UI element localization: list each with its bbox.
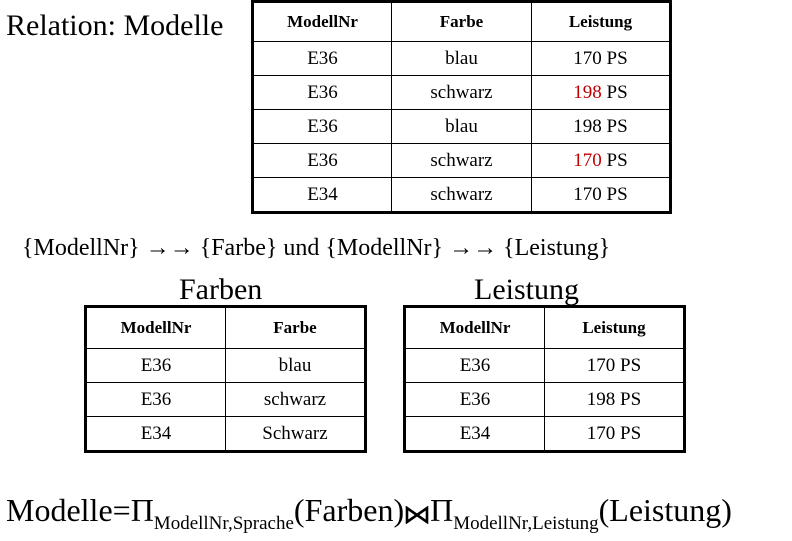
cell-leistung: 170 PS — [531, 177, 671, 213]
cell-leistung: 198 PS — [544, 382, 685, 417]
cell-modellnr: E36 — [404, 382, 545, 417]
cell-modellnr: E34 — [85, 416, 226, 452]
relation-title: Relation: Modelle — [6, 9, 224, 42]
cell-modellnr: E36 — [85, 382, 226, 417]
cell-modellnr: E36 — [252, 109, 392, 144]
cell-leistung: 170 PS — [531, 41, 671, 76]
mvd-statement: {ModellNr} →→ {Farbe} und {ModellNr} →→ … — [22, 235, 611, 261]
natural-join-icon — [405, 491, 429, 535]
cell-leistung: 198 PS — [531, 75, 671, 110]
table-header-row: ModellNr Farbe Leistung — [252, 1, 671, 42]
column-header-modellnr: ModellNr — [252, 1, 392, 42]
table-header-row: ModellNr Leistung — [404, 306, 685, 349]
leistung-unit: PS — [606, 183, 628, 205]
cell-modellnr: E36 — [252, 41, 392, 76]
formula-lhs: Modelle= — [6, 492, 131, 528]
leistung-value: 170 — [573, 47, 602, 69]
column-header-modellnr: ModellNr — [85, 306, 226, 349]
projection-argument-1: (Farben) — [293, 492, 405, 528]
cell-farbe: schwarz — [391, 177, 532, 213]
cell-leistung: 170 PS — [544, 348, 685, 383]
cell-farbe: schwarz — [391, 143, 532, 178]
cell-modellnr: E34 — [404, 416, 545, 452]
cell-modellnr: E36 — [252, 75, 392, 110]
leistung-unit: PS — [606, 47, 628, 69]
cell-farbe: Schwarz — [225, 416, 366, 452]
table-header-row: ModellNr Farbe — [85, 306, 366, 349]
column-header-leistung: Leistung — [531, 1, 671, 42]
cell-modellnr: E36 — [252, 143, 392, 178]
leistung-unit: PS — [606, 81, 628, 103]
cell-farbe: schwarz — [225, 382, 366, 417]
join-formula: Modelle=ΠModellNr,Sprache(Farben)ΠModell… — [6, 488, 732, 535]
cell-farbe: blau — [391, 41, 532, 76]
leistung-caption: Leistung — [474, 273, 579, 306]
projection-symbol: Π — [430, 492, 454, 528]
farben-caption: Farben — [179, 273, 263, 306]
leistung-value: 170 — [573, 149, 602, 171]
cell-farbe: schwarz — [391, 75, 532, 110]
cell-modellnr: E36 — [85, 348, 226, 383]
column-header-modellnr: ModellNr — [404, 306, 545, 349]
column-header-farbe: Farbe — [225, 306, 366, 349]
column-header-leistung: Leistung — [544, 306, 685, 349]
leistung-value: 198 — [573, 81, 602, 103]
leistung-unit: PS — [606, 149, 628, 171]
projection-symbol: Π — [130, 492, 154, 528]
cell-farbe: blau — [225, 348, 366, 383]
cell-leistung: 198 PS — [531, 109, 671, 144]
leistung-value: 198 — [573, 115, 602, 137]
cell-farbe: blau — [391, 109, 532, 144]
cell-leistung: 170 PS — [544, 416, 685, 452]
cell-leistung: 170 PS — [531, 143, 671, 178]
cell-modellnr: E34 — [252, 177, 392, 213]
leistung-value: 170 — [573, 183, 602, 205]
projection-argument-2: (Leistung) — [598, 492, 732, 528]
leistung-unit: PS — [606, 115, 628, 137]
projection-attributes-2: ModellNr,Leistung — [453, 513, 599, 534]
projection-attributes-1: ModellNr,Sprache — [153, 513, 294, 534]
column-header-farbe: Farbe — [391, 1, 532, 42]
cell-modellnr: E36 — [404, 348, 545, 383]
